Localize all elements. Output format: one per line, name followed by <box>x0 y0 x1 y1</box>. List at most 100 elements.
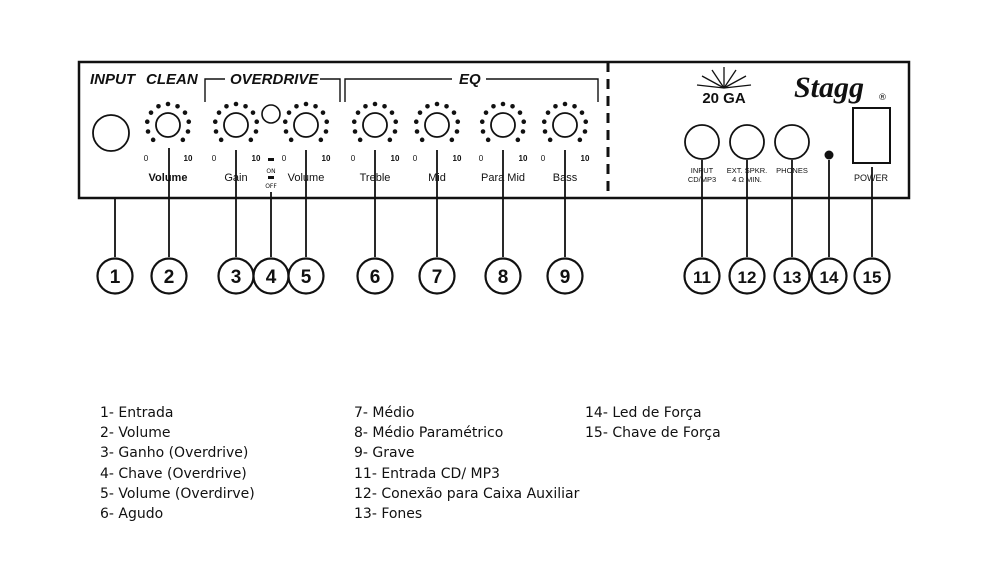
knob-scale-dot <box>419 137 425 143</box>
knob-scale-dot <box>583 119 589 125</box>
callout-circle-8 <box>484 257 522 295</box>
callout-number: 11 <box>693 268 711 287</box>
callout-number: 12 <box>738 268 757 287</box>
knob-scale-dot <box>541 119 547 125</box>
clean-section-label: CLEAN <box>146 71 199 88</box>
knob-scale-dot <box>218 137 224 143</box>
knob-scale-dot <box>148 110 154 115</box>
knob-min-label: 0 <box>351 154 356 163</box>
knob-max-label: 10 <box>581 154 590 163</box>
callout-circle-7 <box>418 257 456 295</box>
knob-scale-dot <box>483 110 489 115</box>
legend-item: 4- Chave (Overdrive) <box>100 465 247 482</box>
overdrive-switch-on-label: ON <box>266 168 275 175</box>
treble-knob[interactable] <box>362 112 388 138</box>
knob-scale-dot <box>479 119 485 125</box>
knob-scale-dot <box>313 103 318 109</box>
knob-scale-dot <box>454 129 460 134</box>
knob-scale-dot <box>372 101 378 107</box>
para-mid-knob[interactable] <box>490 112 516 138</box>
overdrive-switch-off-mark[interactable] <box>268 176 274 179</box>
volume-clean-knob[interactable] <box>155 112 181 138</box>
input-jack[interactable] <box>92 114 130 152</box>
knob-scale-dot <box>562 101 568 107</box>
mid-knob-group: 010Mid <box>413 101 462 184</box>
ext-speaker-jack[interactable] <box>729 124 765 160</box>
knob-scale-dot <box>303 101 309 107</box>
eq-bracket <box>344 78 599 102</box>
knob-scale-dot <box>393 119 399 125</box>
knob-scale-dot <box>253 129 259 134</box>
knob-scale-dot <box>352 129 358 134</box>
mid-knob[interactable] <box>424 112 450 138</box>
callout-number: 13 <box>783 268 802 287</box>
knob-scale-dot <box>387 137 393 143</box>
knob-scale-dot <box>515 137 521 143</box>
knob-min-label: 0 <box>413 154 418 163</box>
cd-mp3-input-jack[interactable] <box>684 124 720 160</box>
legend-item: 11- Entrada CD/ MP3 <box>354 465 500 482</box>
amplifier-panel-diagram: INPUT CLEAN OVERDRIVE EQ 010Volume010Gai… <box>77 60 911 295</box>
knob-scale-dot <box>165 101 171 107</box>
legend-item: 7- Médio <box>354 405 415 421</box>
knob-scale-dot <box>382 103 387 109</box>
knob-scale-dot <box>145 129 151 134</box>
eq-section-label: EQ <box>459 71 481 88</box>
volume-overdrive-knob[interactable] <box>293 112 319 138</box>
knob-scale-dot <box>579 110 585 115</box>
knob-scale-dot <box>150 137 156 143</box>
knob-scale-dot <box>582 129 588 134</box>
callout-circle-11 <box>683 257 721 295</box>
knob-max-label: 10 <box>322 154 331 163</box>
overdrive-switch-on-mark[interactable] <box>268 158 274 161</box>
knob-scale-dot <box>254 119 260 125</box>
bass-knob[interactable] <box>552 112 578 138</box>
legend-item: 1- Entrada <box>100 405 174 421</box>
overdrive-led <box>261 104 281 124</box>
callout-number: 4 <box>266 267 277 288</box>
knob-scale-dot <box>553 103 558 109</box>
knob-scale-dot <box>425 103 430 109</box>
power-switch[interactable] <box>852 107 891 164</box>
knob-min-label: 0 <box>282 154 287 163</box>
gain-overdrive-knob-group: 010Gain <box>212 101 261 184</box>
callout-number: 15 <box>863 268 882 287</box>
knob-scale-dot <box>517 110 523 115</box>
knob-scale-dot <box>283 129 289 134</box>
callout-circle-15 <box>853 257 891 295</box>
knob-scale-dot <box>413 119 419 125</box>
knob-scale-dot <box>250 110 256 115</box>
callout-circle-13 <box>773 257 811 295</box>
knob-max-label: 10 <box>184 154 193 163</box>
overdrive-switch-off-label: OFF <box>265 183 277 190</box>
knob-scale-dot <box>417 110 423 115</box>
callout-number: 5 <box>301 267 312 288</box>
power-led <box>824 150 834 160</box>
knob-scale-dot <box>434 101 440 107</box>
knob-scale-dot <box>542 129 548 134</box>
knob-scale-dot <box>288 137 294 143</box>
knob-scale-dot <box>156 103 161 109</box>
knob-scale-dot <box>213 129 219 134</box>
knob-max-label: 10 <box>252 154 261 163</box>
knob-max-label: 10 <box>519 154 528 163</box>
gain-overdrive-knob[interactable] <box>223 112 249 138</box>
knob-scale-dot <box>323 129 329 134</box>
callout-circle-1 <box>96 257 134 295</box>
knob-scale-dot <box>510 103 515 109</box>
knob-scale-dot <box>545 110 551 115</box>
legend-item: 5- Volume (Overdirve) <box>100 485 255 502</box>
sunburst-icon <box>696 67 752 89</box>
knob-max-label: 10 <box>391 154 400 163</box>
knob-scale-dot <box>248 137 254 143</box>
phones-jack[interactable] <box>774 124 810 160</box>
knob-scale-dot <box>351 119 357 125</box>
knob-scale-dot <box>572 103 577 109</box>
knob-scale-dot <box>212 119 218 125</box>
legend-item: 8- Médio Paramétrico <box>354 425 504 442</box>
knob-min-label: 0 <box>144 154 149 163</box>
knob-scale-dot <box>282 119 288 125</box>
